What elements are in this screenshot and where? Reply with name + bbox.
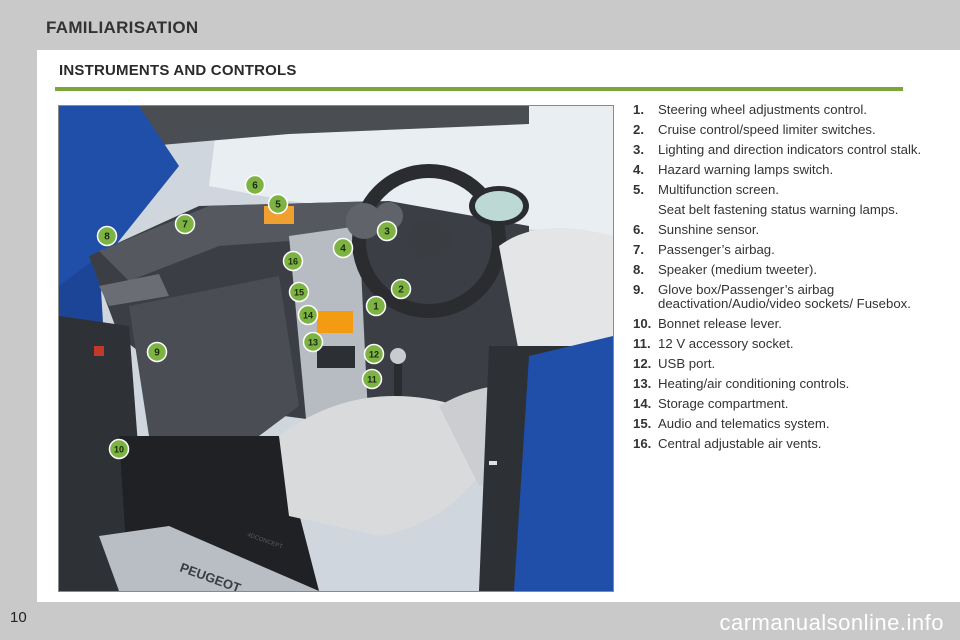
list-item: 1. Steering wheel adjustments control. (633, 103, 951, 117)
list-item: 5. Multifunction screen. (633, 183, 951, 197)
marker-9: 9 (146, 341, 168, 363)
item-number: 9. (633, 282, 644, 297)
item-number: 2. (633, 122, 644, 137)
marker-11: 11 (361, 368, 383, 390)
item-text: Cruise control/speed limiter switches. (658, 122, 876, 137)
item-text: Heating/air conditioning controls. (658, 376, 850, 391)
marker-3: 3 (376, 220, 398, 242)
list-item: 6. Sunshine sensor. (633, 223, 951, 237)
marker-1: 1 (365, 295, 387, 317)
item-number: 6. (633, 222, 644, 237)
marker-label: 15 (294, 288, 304, 298)
marker-13: 13 (302, 331, 324, 353)
page-number: 10 (10, 609, 27, 626)
marker-label: 14 (303, 311, 313, 321)
marker-8: 8 (96, 225, 118, 247)
marker-label: 8 (104, 232, 110, 243)
item-note: Seat belt fastening status warning lamps… (658, 202, 899, 217)
item-text: Bonnet release lever. (658, 316, 782, 331)
item-number: 13. (633, 376, 652, 391)
list-item: 12. USB port. (633, 357, 951, 371)
item-number: 7. (633, 242, 644, 257)
list-item: 16. Central adjustable air vents. (633, 437, 951, 451)
marker-2: 2 (390, 278, 412, 300)
marker-label: 3 (384, 227, 390, 238)
item-text: Lighting and direction indicators contro… (658, 142, 922, 157)
marker-10: 10 (108, 438, 130, 460)
watermark-text: carmanualsonline.info (719, 610, 944, 635)
item-text: Steering wheel adjustments control. (658, 102, 867, 117)
marker-label: 11 (367, 375, 377, 385)
item-text: Speaker (medium tweeter). (658, 262, 818, 277)
item-number: 10. (633, 316, 652, 331)
marker-label: 1 (373, 302, 379, 313)
marker-6: 6 (244, 174, 266, 196)
marker-label: 13 (308, 338, 318, 348)
list-item: 15. Audio and telematics system. (633, 417, 951, 431)
list-item: 3. Lighting and direction indicators cont… (633, 143, 951, 157)
item-text: Multifunction screen. (658, 182, 779, 197)
list-item: 11. 12 V accessory socket. (633, 337, 951, 351)
list-item: 4. Hazard warning lamps switch. (633, 163, 951, 177)
title-rule (55, 87, 903, 91)
marker-16: 16 (282, 250, 304, 272)
item-text: Hazard warning lamps switch. (658, 162, 834, 177)
item-text: Passenger’s airbag. (658, 242, 775, 257)
marker-4: 4 (332, 237, 354, 259)
list-item: 2. Cruise control/speed limiter switches. (633, 123, 951, 137)
marker-label: 2 (398, 285, 404, 296)
list-item: 8. Speaker (medium tweeter). (633, 263, 951, 277)
marker-5: 5 (267, 193, 289, 215)
section-title: INSTRUMENTS AND CONTROLS (59, 62, 297, 79)
list-item: 9. Glove box/Passenger’s airbag deactivat… (633, 283, 951, 311)
page: INSTRUMENTS AND CONTROLS (37, 50, 960, 602)
item-number: 3. (633, 142, 644, 157)
item-text: Storage compartment. (658, 396, 789, 411)
marker-14: 14 (297, 304, 319, 326)
list-item: 14. Storage compartment. (633, 397, 951, 411)
marker-label: 10 (114, 445, 124, 455)
item-text: USB port. (658, 356, 716, 371)
item-number: 5. (633, 182, 644, 197)
item-number: 8. (633, 262, 644, 277)
item-number: 4. (633, 162, 644, 177)
item-number: 12. (633, 356, 652, 371)
item-text: Glove box/Passenger’s airbag deactivatio… (658, 282, 911, 311)
item-number: 16. (633, 436, 652, 451)
marker-label: 6 (252, 181, 258, 192)
marker-label: 5 (275, 200, 281, 211)
marker-7: 7 (174, 213, 196, 235)
marker-label: 7 (182, 220, 188, 231)
item-number: 15. (633, 416, 652, 431)
item-number: 1. (633, 102, 644, 117)
item-number: 11. (633, 336, 651, 351)
item-number: 14. (633, 396, 652, 411)
item-text: 12 V accessory socket. (658, 336, 794, 351)
marker-label: 4 (340, 244, 346, 255)
marker-label: 12 (369, 350, 379, 360)
header-title: FAMILIARISATION (46, 18, 199, 37)
marker-12: 12 (363, 343, 385, 365)
marker-label: 9 (154, 348, 160, 359)
list-item: 7. Passenger’s airbag. (633, 243, 951, 257)
marker-15: 15 (288, 281, 310, 303)
car-interior-illustration: PEUGEOT 4DCONCEPT 1234567891011121314151… (59, 106, 613, 591)
item-text: Audio and telematics system. (658, 416, 830, 431)
list-item: 13. Heating/air conditioning controls. (633, 377, 951, 391)
controls-list: 1. Steering wheel adjustments control. 2.… (633, 103, 951, 457)
item-text: Sunshine sensor. (658, 222, 760, 237)
item-text: Central adjustable air vents. (658, 436, 822, 451)
marker-label: 16 (288, 257, 298, 267)
list-item: 10. Bonnet release lever. (633, 317, 951, 331)
